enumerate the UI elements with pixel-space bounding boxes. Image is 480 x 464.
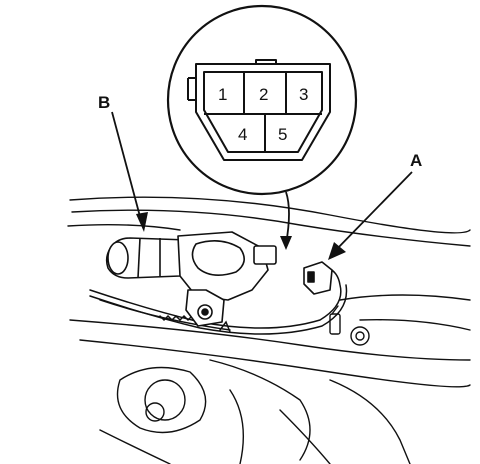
connector-detail-callout: 1 2 3 4 5	[166, 4, 358, 250]
callout-a-label: A	[410, 151, 422, 170]
callout-a: A	[328, 151, 422, 260]
pin-label-2: 2	[259, 85, 268, 104]
pin-label-5: 5	[278, 125, 287, 144]
pin-label-1: 1	[218, 85, 227, 104]
connector-a	[303, 261, 333, 295]
connector-face	[187, 59, 331, 161]
callout-b: B	[98, 93, 148, 232]
pin-label-3: 3	[299, 85, 308, 104]
wiring-harness	[89, 267, 348, 335]
pin-label-4: 4	[238, 125, 247, 144]
callout-b-label: B	[98, 93, 110, 112]
wiper-motor	[105, 231, 277, 327]
engine-bay-background	[67, 196, 471, 464]
